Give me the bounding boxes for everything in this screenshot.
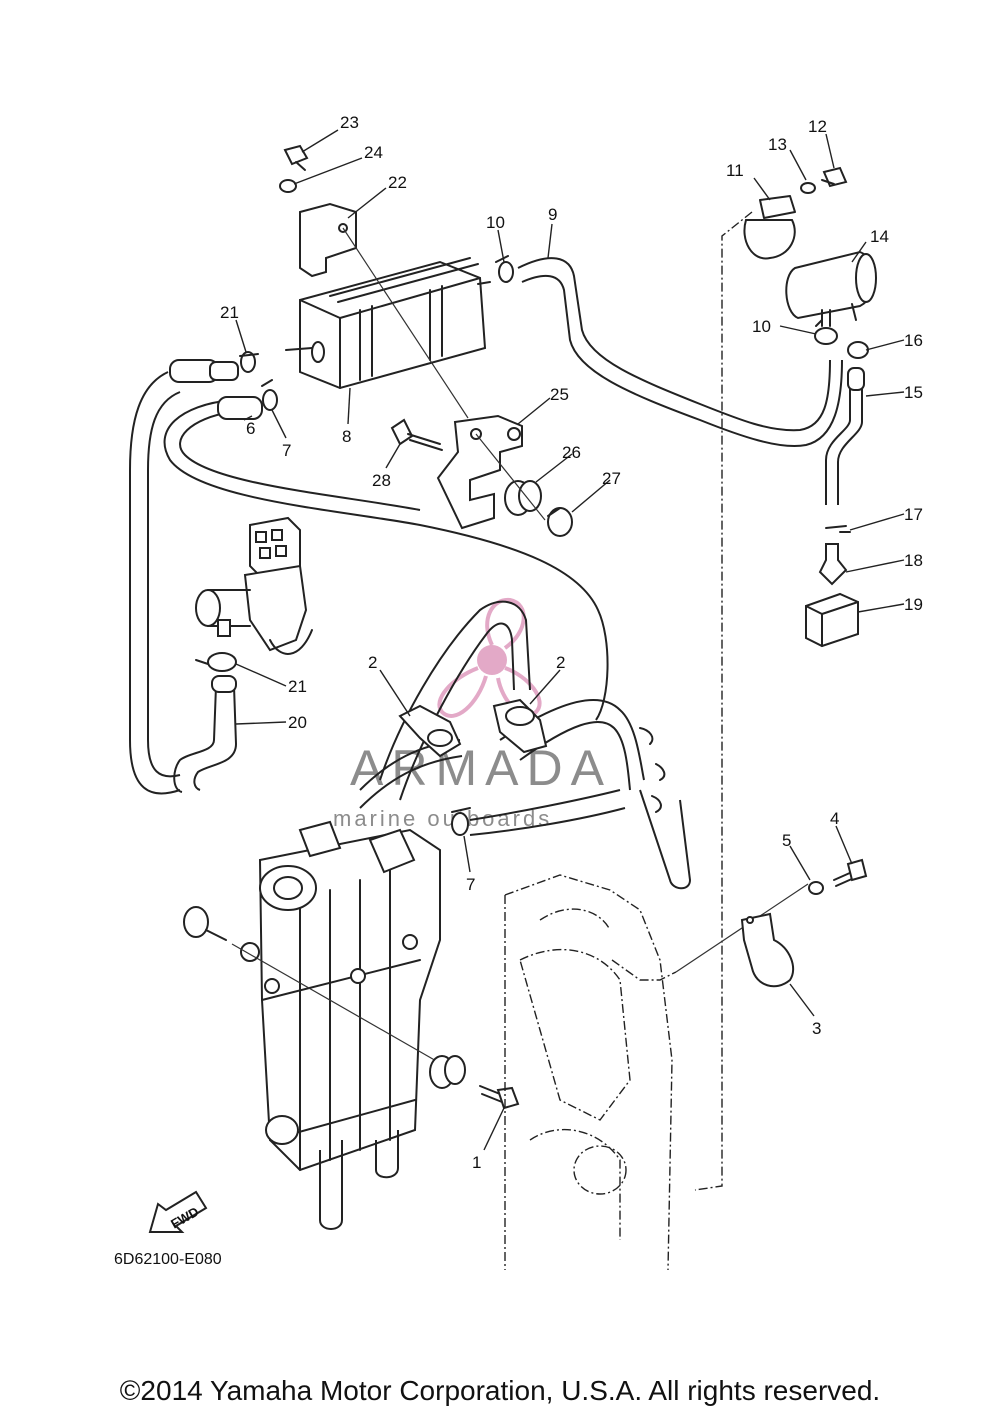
hose-clip-10-top [495, 255, 514, 283]
callout-2-right: 2 [556, 653, 565, 672]
alignment-line-25 [475, 433, 546, 521]
fwd-arrow: FWD [148, 1190, 208, 1233]
hose-clip-21-top [239, 351, 259, 373]
centerline-right [694, 211, 753, 1191]
filter-18 [818, 543, 848, 586]
holder-19 [805, 592, 859, 648]
callout-16: 16 [904, 331, 923, 350]
fuel-module [240, 820, 441, 1230]
hose-clip-7-top [261, 379, 278, 411]
solenoid-valve [195, 516, 313, 655]
watermark-subtitle: marine outboards [333, 806, 552, 831]
callout-28: 28 [372, 471, 391, 490]
bracket-25 [436, 414, 523, 530]
diagram-code: 6D62100-E080 [114, 1251, 222, 1268]
callout-10-right: 10 [752, 317, 771, 336]
clamp-2-right [492, 698, 548, 754]
washer-13 [800, 182, 816, 194]
callout-25: 25 [550, 385, 569, 404]
watermark-logo: ARMADA marine outboards [333, 597, 612, 831]
callout-3: 3 [812, 1019, 821, 1038]
cylinder-head [504, 874, 677, 1271]
callout-13: 13 [768, 135, 787, 154]
callout-2-left: 2 [368, 653, 377, 672]
bolt-12 [821, 166, 848, 188]
bolt-1 [479, 1085, 520, 1110]
callout-8: 8 [342, 427, 351, 446]
hose-clip-16 [847, 341, 869, 359]
copyright-notice: ©2014 Yamaha Motor Corporation, U.S.A. A… [119, 1375, 881, 1406]
callout-7-mid: 7 [466, 875, 475, 894]
callout-26: 26 [562, 443, 581, 462]
callout-18: 18 [904, 551, 923, 570]
callout-24: 24 [364, 143, 383, 162]
washer-24 [279, 179, 297, 193]
callout-23: 23 [340, 113, 359, 132]
callout-27: 27 [602, 469, 621, 488]
callout-15: 15 [904, 383, 923, 402]
callout-4: 4 [830, 809, 839, 828]
callout-21-top: 21 [220, 303, 239, 322]
hose-15 [825, 367, 865, 505]
callout-19: 19 [904, 595, 923, 614]
callout-9: 9 [548, 205, 557, 224]
holder-11 [743, 195, 796, 260]
callout-1: 1 [472, 1153, 481, 1172]
hose-9 [517, 257, 843, 447]
bolt-left-lower [183, 906, 227, 941]
callout-7-top: 7 [282, 441, 291, 460]
callout-6: 6 [246, 419, 255, 438]
watermark-title: ARMADA [350, 740, 612, 796]
long-vent-hose [129, 371, 609, 795]
bolt-28 [390, 418, 443, 451]
hose-clip-10-right [814, 319, 838, 345]
alignment-line-1 [231, 943, 439, 1063]
valve-14 [785, 250, 877, 327]
holder-3 [740, 912, 795, 988]
callout-labels: 23 24 22 10 9 11 13 12 14 21 10 16 15 25… [220, 113, 923, 1172]
callout-20: 20 [288, 713, 307, 732]
leader-lines [235, 129, 905, 1151]
callout-22: 22 [388, 173, 407, 192]
callout-14: 14 [870, 227, 889, 246]
propeller-logo-icon [437, 597, 542, 718]
callout-11: 11 [726, 161, 744, 180]
clamp-2-left [398, 704, 462, 758]
bracket-22 [299, 202, 357, 278]
washer-5 [808, 881, 824, 895]
grommet-1 [429, 1055, 466, 1089]
hose-fitting-6 [169, 359, 263, 420]
collar-27 [547, 507, 573, 537]
callout-5: 5 [782, 831, 791, 850]
hose-clip-21-lower [195, 652, 237, 672]
small-clips-right [639, 727, 666, 813]
charcoal-canister [285, 257, 491, 390]
pipe-assembly [359, 600, 692, 890]
callout-10-top: 10 [486, 213, 505, 232]
hose-20 [173, 675, 238, 793]
bolt-23 [283, 144, 309, 171]
callout-21-lower: 21 [288, 677, 307, 696]
grommet-26 [504, 480, 542, 516]
callout-17: 17 [904, 505, 923, 524]
alignment-line-22 [342, 227, 469, 419]
callout-12: 12 [808, 117, 827, 136]
hose-clip-7-mid [451, 807, 471, 836]
bolt-4 [833, 858, 868, 887]
pin-17 [825, 525, 851, 533]
